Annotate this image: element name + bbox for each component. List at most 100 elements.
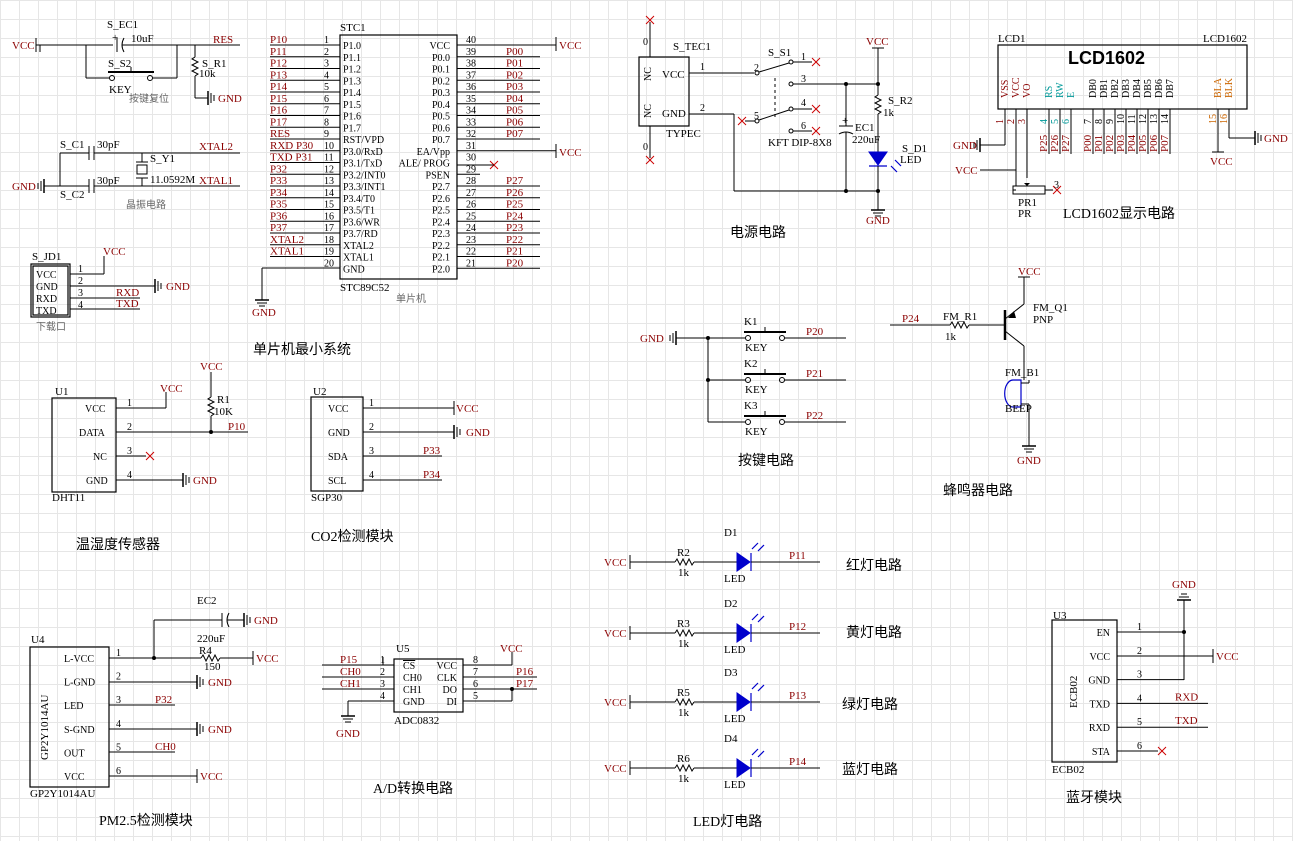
mcu-left-net: P12 [270,58,287,70]
svg-text:GND: GND [193,475,217,487]
mcu-right-net: P27 [506,175,524,187]
buzzer-res-ref: FM_R1 [943,311,977,323]
pm25-sensor: U4 GP2Y1014AU GP2Y1014AU VCC GND EC2 220… [29,595,279,800]
mcu-left-net: XTAL1 [270,246,304,258]
lcd-pin-net: P05 [1137,134,1149,152]
reset-cap-val: 10uF [131,33,154,45]
mcu-left-net: P11 [270,46,287,58]
mcu-pin-num: 10 [324,141,334,152]
mcu-pin-name: P1.4 [343,88,361,99]
mcu-pin-name: RST/VPD [343,135,384,146]
svg-text:VCC: VCC [1210,156,1233,168]
svg-text:VCC: VCC [200,771,223,783]
typec-part: TYPEC [666,128,701,140]
download-pin-num: 4 [78,300,83,311]
dht11-sensor: U1 DHT11 VCC GND VCC R1 10K P10 VCC1DATA… [51,361,248,504]
adc-pin-num: 6 [473,679,478,690]
mcu-pin-name: P2.4 [432,217,450,228]
c2-ref: S_C2 [60,189,84,201]
adc-pin-name: CH1 [403,685,422,696]
led-vcc-label: VCC [604,697,627,709]
lcd-pin-name: DB0 [1088,79,1099,98]
title-green: 绿灯电路 [842,697,898,713]
adc-pin-num: 5 [473,691,478,702]
lcd-pot-val: PR [1018,208,1032,220]
key-ref: K3 [744,400,758,412]
mcu-pin-name: P0.5 [432,112,450,123]
mcu-right-net: P22 [506,234,523,246]
lcd-ref: LCD1 [998,33,1026,45]
res-net: RES [213,34,233,46]
mcu-left-net: RES [270,128,290,140]
lcd-pin-num: 9 [1105,119,1116,124]
mcu-pin-num: 25 [466,211,476,222]
svg-text:2: 2 [754,63,759,74]
mcu-right-net: P05 [506,105,524,117]
led-ref: D4 [724,733,738,745]
pm-pin-num: 4 [116,719,121,730]
crystal-note: 晶振电路 [126,198,166,211]
mcu-right-net: P01 [506,58,523,70]
title-yellow: 黄灯电路 [846,624,902,641]
dht-pin-name: NC [93,452,107,463]
adc-pin-name: CLK [437,673,458,684]
svg-text:VCC: VCC [955,165,978,177]
lcd1602: LCD1 LCD1602 LCD1602 VSS1VCC2VO3RS4P25RW… [953,33,1288,220]
adc-part: ADC0832 [394,715,439,727]
crystal-ref: S_Y1 [150,153,175,165]
mcu-right-net: P00 [506,46,524,58]
lcd-pot-ref: PR1 [1018,197,1037,209]
mcu-pin-name: P2.0 [432,264,450,275]
pm-pin-num: 5 [116,742,121,753]
switch-ref: S_S1 [768,47,791,59]
mcu-right-net: P07 [506,128,524,140]
svg-text:GND: GND [1172,579,1196,591]
lcd-pin-name: DB3 [1121,79,1132,98]
title-adc: A/D转换电路 [373,780,453,797]
mcu-pin-name: P3.2/INT0 [343,170,386,181]
adc-pin-num: 2 [380,667,385,678]
svg-text:VCC: VCC [1216,651,1239,663]
lcd-pin-num: 5 [1050,119,1061,124]
lcd-pin-num: 13 [1149,114,1160,124]
mcu-pin-num: 18 [324,235,334,246]
dht-res-val: 10K [214,406,233,418]
bt-part-vertical: ECB02 [1068,676,1080,708]
power-cap-ref: EC1 [855,122,875,134]
svg-text:VCC: VCC [256,653,279,665]
key-val: KEY [745,384,768,396]
mcu-left-net: P10 [270,34,288,46]
mcu-right-net: P24 [506,210,524,222]
bt-pin-name: GND [1088,676,1110,687]
svg-text:VCC: VCC [559,147,582,159]
bt-pin-name: STA [1092,747,1111,758]
lcd-pin-net: P26 [1049,134,1061,152]
mcu-right-net: P04 [506,93,524,105]
download-pin-name: VCC [36,270,57,281]
mcu-pin-num: 19 [324,247,334,258]
lcd-pin-name: VSS [1000,80,1011,98]
adc-right-net: P17 [516,678,534,690]
mcu-pin-num: 1 [324,35,329,46]
dht-res-ref: R1 [217,394,230,406]
power-circuit: S_TEC1 TYPEC NC NC VCC GND 0 0 1 2 S_S1 … [638,15,927,227]
co2-sda-net: P33 [423,445,441,457]
adc-pin-num: 1 [380,655,385,666]
power-cap-val: 220uF [852,134,880,146]
lcd-pin-num: 16 [1219,114,1230,124]
adc-pin-num: 4 [380,691,385,702]
mcu-right-net: P03 [506,81,524,93]
lcd-pin-num: 14 [1160,114,1171,124]
mcu-left-net: P32 [270,163,287,175]
svg-text:0: 0 [643,37,648,48]
pm-res-ref: R4 [199,645,212,657]
lcd-pin-name: DB5 [1143,79,1154,98]
lcd-pin-num: 15 [1208,114,1219,124]
co2-pin-num: 3 [369,446,374,457]
co2-pin-name: SCL [328,476,346,487]
led-res-val: 1k [678,773,690,785]
mcu-left-net: P14 [270,81,288,93]
led-net: P14 [789,756,807,768]
